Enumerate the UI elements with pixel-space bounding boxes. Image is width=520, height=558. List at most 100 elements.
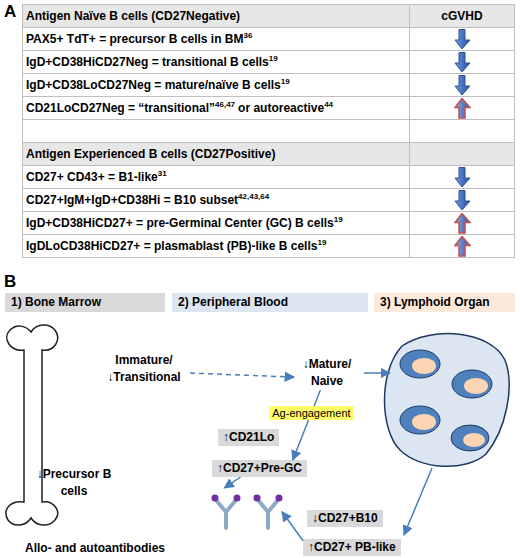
reference-number: 42,43,64 (238, 192, 269, 201)
table-cell (410, 189, 514, 211)
decrease-arrow (454, 190, 471, 211)
table-cell: CD27+IgM+IgD+CD38Hi = B10 subset42,43,64 (23, 189, 410, 211)
decrease-arrow (454, 75, 471, 96)
reference-number: 19 (334, 215, 343, 224)
node-text: Allo- and autoantibodies (25, 541, 165, 555)
panel-letter: A (4, 2, 16, 22)
increase-arrow (454, 236, 471, 257)
table-cell (410, 212, 514, 234)
table-cell (23, 120, 410, 142)
stage-text: ↓Mature/ Naive (294, 356, 360, 390)
flow-arrow (293, 390, 321, 460)
table-cell: IgD+CD38HiCD27Neg = transitional B cells… (23, 51, 410, 73)
reference-number: 46,47 (215, 100, 235, 109)
reference-number: 19 (281, 77, 290, 86)
reference-number: 44 (324, 100, 333, 109)
node-text: ↑CD27+Pre-GC (217, 460, 302, 477)
table-cell (410, 166, 514, 188)
table-row (23, 120, 514, 143)
subset-box: ↑CD21Lo (218, 429, 279, 446)
table-header-row: Antigen Experienced B cells (CD27Positiv… (23, 143, 514, 166)
table-cell: cGVHD (410, 5, 514, 27)
region-band: 3) Lymphoid Organ (374, 293, 515, 312)
arrow-shape (455, 75, 470, 95)
table-text: IgD+CD38HiCD27+ = pre-Germinal Center (G… (26, 216, 334, 230)
table-cell (410, 120, 514, 142)
node-text: 3) Lymphoid Organ (380, 293, 515, 312)
table-row: IgD+CD38LoCD27Neg = mature/naïve B cells… (23, 74, 514, 97)
flow-arrow (364, 372, 390, 374)
arrow-shape (455, 167, 470, 187)
stage-text: Immature/ ↓Transitional (98, 352, 190, 386)
node-text: ↓CD27+B10 (312, 510, 378, 527)
reference-number: 19 (269, 54, 278, 63)
increase-arrow (454, 213, 471, 234)
table-cell (410, 143, 514, 165)
flow-arrow (404, 468, 432, 535)
table-text: CD27+ CD43+ = B1-like (26, 170, 158, 184)
table-cell: IgD+CD38HiCD27+ = pre-Germinal Center (G… (23, 212, 410, 234)
table-row: CD21LoCD27Neg = “transitional”46,47or au… (23, 97, 514, 120)
table-row: CD27+ CD43+ = B1-like31 (23, 166, 514, 189)
decrease-arrow (454, 29, 471, 50)
region-band: 1) Bone Marrow (5, 293, 165, 312)
table-cell: CD21LoCD27Neg = “transitional”46,47or au… (23, 97, 410, 119)
arrow-shape (455, 52, 470, 72)
arrow-shape (455, 29, 470, 49)
table-text: PAX5+ TdT+ = precursor B cells in BM (26, 32, 244, 46)
table-row: IgDLoCD38HiCD27+ = plasmablast (PB)-like… (23, 235, 514, 258)
arrow-shape (455, 98, 470, 118)
flow-arrow (190, 373, 294, 377)
panel-letter: B (4, 272, 16, 292)
node-text: ↑CD27+ PB-like (308, 539, 396, 556)
decrease-arrow (454, 167, 471, 188)
arrow-shape (455, 236, 470, 256)
table-row: IgD+CD38HiCD27+ = pre-Germinal Center (G… (23, 212, 514, 235)
table-text: CD21LoCD27Neg = “transitional” (26, 101, 215, 115)
germinal-centers (400, 350, 492, 451)
decrease-arrow (454, 52, 471, 73)
lymph-organ (385, 334, 510, 467)
table-text: IgDLoCD38HiCD27+ = plasmablast (PB)-like… (26, 239, 317, 253)
b-cell-table: Antigen Naïve B cells (CD27Negative) cGVH… (22, 4, 515, 258)
table-text: Antigen Experienced B cells (CD27Positiv… (26, 147, 275, 161)
table-row: CD27+IgM+IgD+CD38Hi = B10 subset42,43,64 (23, 189, 514, 212)
table-cell (410, 28, 514, 50)
table-text: Antigen Naïve B cells (CD27Negative) (26, 9, 240, 23)
flow-arrow (282, 512, 303, 541)
node-text: 2) Peripheral Blood (178, 293, 368, 312)
node-text: ↑CD21Lo (223, 429, 274, 446)
flow-arrow (224, 477, 240, 488)
table-text: or autoreactive (238, 101, 324, 115)
subset-box: ↑CD27+ PB-like (303, 539, 401, 556)
reference-number: 31 (158, 169, 167, 178)
subset-box: ↑CD27+Pre-GC (212, 460, 307, 477)
table-cell: PAX5+ TdT+ = precursor B cells in BM36 (23, 28, 410, 50)
antibody-group: Allo- and autoantibodies (20, 488, 282, 556)
edge-label: Ag-engagement (269, 406, 353, 420)
table-text: IgD+CD38HiCD27Neg = transitional B cells (26, 55, 269, 69)
node-text: ↓Precursor B cells (36, 466, 112, 500)
table-cell: IgDLoCD38HiCD27+ = plasmablast (PB)-like… (23, 235, 410, 257)
reference-number: 19 (317, 238, 326, 247)
increase-arrow (454, 98, 471, 119)
table-text: IgD+CD38LoCD27Neg = mature/naïve B cells (26, 78, 281, 92)
reference-number: 36 (244, 31, 253, 40)
node-text: ↓Mature/ Naive (294, 356, 360, 390)
table-row: IgD+CD38HiCD27Neg = transitional B cells… (23, 51, 514, 74)
table-cell (410, 74, 514, 96)
arrow-shape (455, 190, 470, 210)
table-text: CD27+IgM+IgD+CD38Hi = B10 subset (26, 193, 238, 207)
table-cell: Antigen Experienced B cells (CD27Positiv… (23, 143, 410, 165)
arrow-shape (455, 213, 470, 233)
column-header: cGVHD (441, 9, 482, 23)
antibody-icon (216, 500, 278, 528)
table-cell: CD27+ CD43+ = B1-like31 (23, 166, 410, 188)
bone-drawing (6, 325, 58, 525)
table-cell: IgD+CD38LoCD27Neg = mature/naïve B cells… (23, 74, 410, 96)
table-header-row: Antigen Naïve B cells (CD27Negative) cGVH… (23, 5, 514, 28)
table-cell: Antigen Naïve B cells (CD27Negative) (23, 5, 410, 27)
table-cell (410, 51, 514, 73)
table-cell (410, 97, 514, 119)
